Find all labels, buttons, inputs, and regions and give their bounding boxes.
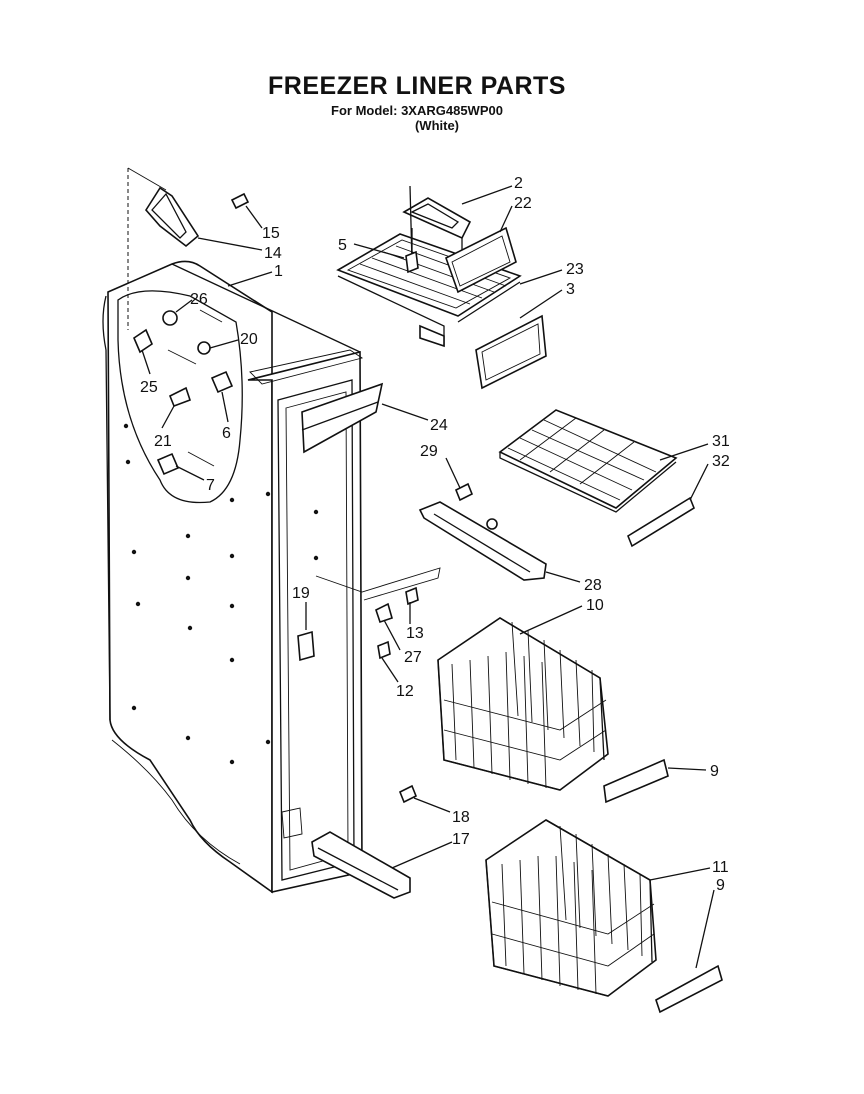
- callout-13: 13: [406, 625, 424, 642]
- part-14-bracket: [145, 186, 200, 248]
- callout-12: 12: [396, 683, 414, 700]
- callout-21: 21: [154, 433, 172, 450]
- callout-27: 27: [404, 649, 422, 666]
- callout-22: 22: [514, 195, 532, 212]
- callout-17: 17: [452, 831, 470, 848]
- callout-19: 19: [292, 585, 310, 602]
- small-fasteners: [315, 567, 441, 660]
- callout-15: 15: [262, 225, 280, 242]
- callout-32: 32: [712, 453, 730, 470]
- callout-9-upper: 9: [710, 763, 719, 780]
- callout-18: 18: [452, 809, 470, 826]
- part-19-clip: [297, 630, 315, 662]
- callout-31: 31: [712, 433, 730, 450]
- callout-23: 23: [566, 261, 584, 278]
- top-shelf-assembly: [336, 185, 547, 390]
- part-24-channel: [301, 382, 384, 454]
- callout-7: 7: [206, 477, 215, 494]
- part-9-trim-lower: [655, 964, 723, 1014]
- callout-11: 11: [712, 859, 729, 876]
- callout-labels: 2 22 5 23 3 15 14 1 26 20 25 21 6 7 24 2…: [140, 175, 730, 894]
- callout-24: 24: [430, 417, 448, 434]
- color-line: (White): [414, 118, 460, 133]
- callout-26: 26: [190, 291, 208, 308]
- callout-29: 29: [420, 443, 438, 460]
- callout-6: 6: [222, 425, 231, 442]
- wire-shelf-31: [498, 409, 678, 513]
- diagram-header: FREEZER LINER PARTS For Model: 3XARG485W…: [0, 72, 864, 133]
- callout-28: 28: [584, 577, 602, 594]
- basket-10: [437, 617, 609, 791]
- part-28-rail: [418, 501, 547, 581]
- part-17-bottom-rail: [311, 831, 411, 899]
- callout-1: 1: [274, 263, 283, 280]
- part-15-screw: [230, 192, 250, 210]
- freezer-liner: [102, 260, 364, 894]
- callout-10: 10: [586, 597, 604, 614]
- callout-25: 25: [140, 379, 158, 396]
- callout-9-lower: 9: [716, 877, 725, 894]
- callout-5: 5: [338, 237, 347, 254]
- callout-2: 2: [514, 175, 523, 192]
- basket-11: [485, 819, 657, 997]
- callout-20: 20: [240, 331, 258, 348]
- callout-3: 3: [566, 281, 575, 298]
- part-29-screw: [454, 482, 474, 502]
- part-32-trim: [627, 496, 695, 548]
- page-title: FREEZER LINER PARTS: [268, 72, 566, 100]
- callout-14: 14: [264, 245, 282, 262]
- part-9-trim-upper: [603, 758, 669, 804]
- control-components: [133, 309, 234, 476]
- part-18-screw: [398, 784, 418, 804]
- model-line: For Model: 3XARG485WP00: [331, 103, 503, 118]
- leader-lines: [141, 185, 715, 969]
